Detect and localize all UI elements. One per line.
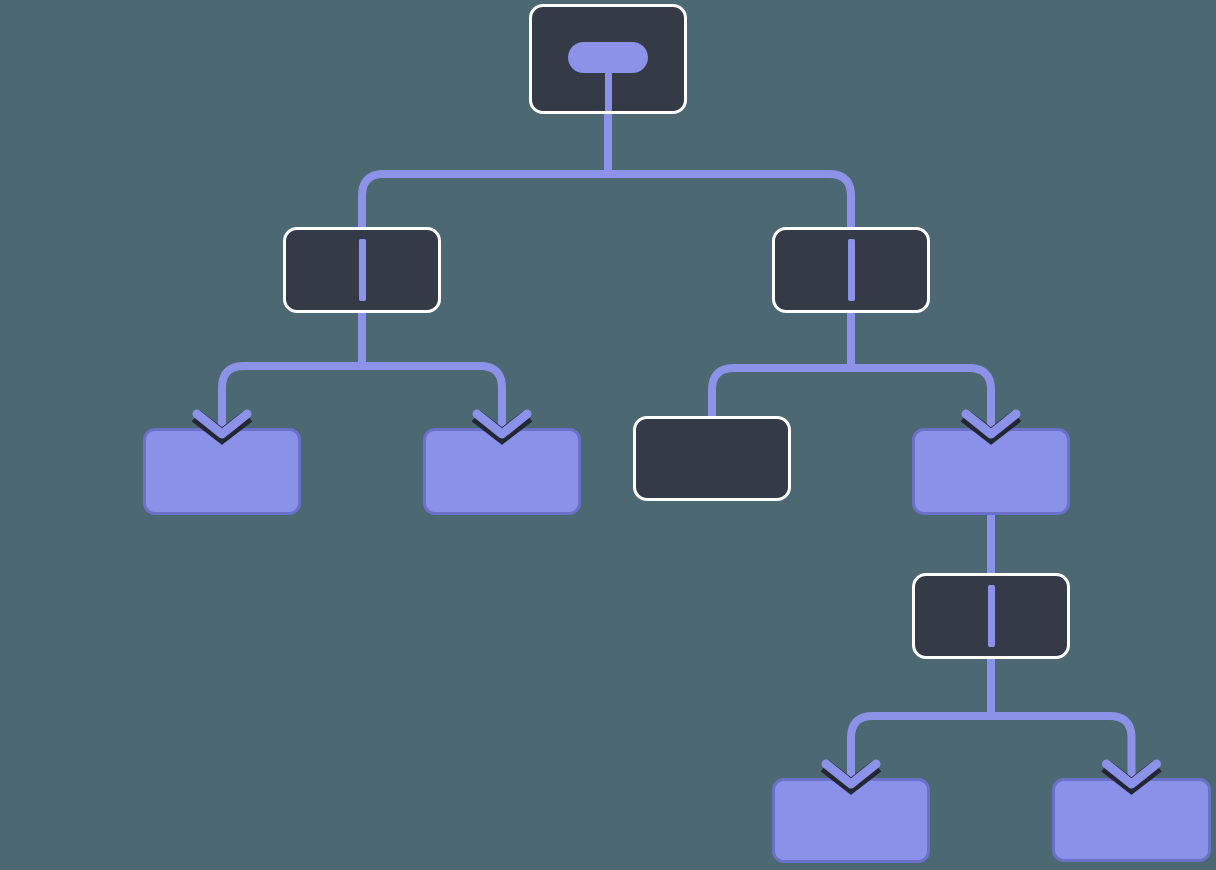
- composite-node-bottom[interactable]: [912, 573, 1070, 659]
- task-node-dark[interactable]: [633, 416, 791, 501]
- leaf-node-4[interactable]: [772, 778, 930, 863]
- vertical-bar-icon: [358, 239, 366, 301]
- composite-node-left[interactable]: [283, 227, 441, 313]
- leaf-node-1[interactable]: [143, 428, 301, 515]
- composite-node-right[interactable]: [772, 227, 930, 313]
- root-pill-icon: [532, 7, 684, 111]
- vertical-bar-icon: [987, 585, 995, 647]
- leaf-node-3[interactable]: [912, 428, 1070, 515]
- leaf-node-2[interactable]: [423, 428, 581, 515]
- vertical-bar-icon: [847, 239, 855, 301]
- root-node[interactable]: [529, 4, 687, 114]
- leaf-node-5[interactable]: [1052, 778, 1211, 862]
